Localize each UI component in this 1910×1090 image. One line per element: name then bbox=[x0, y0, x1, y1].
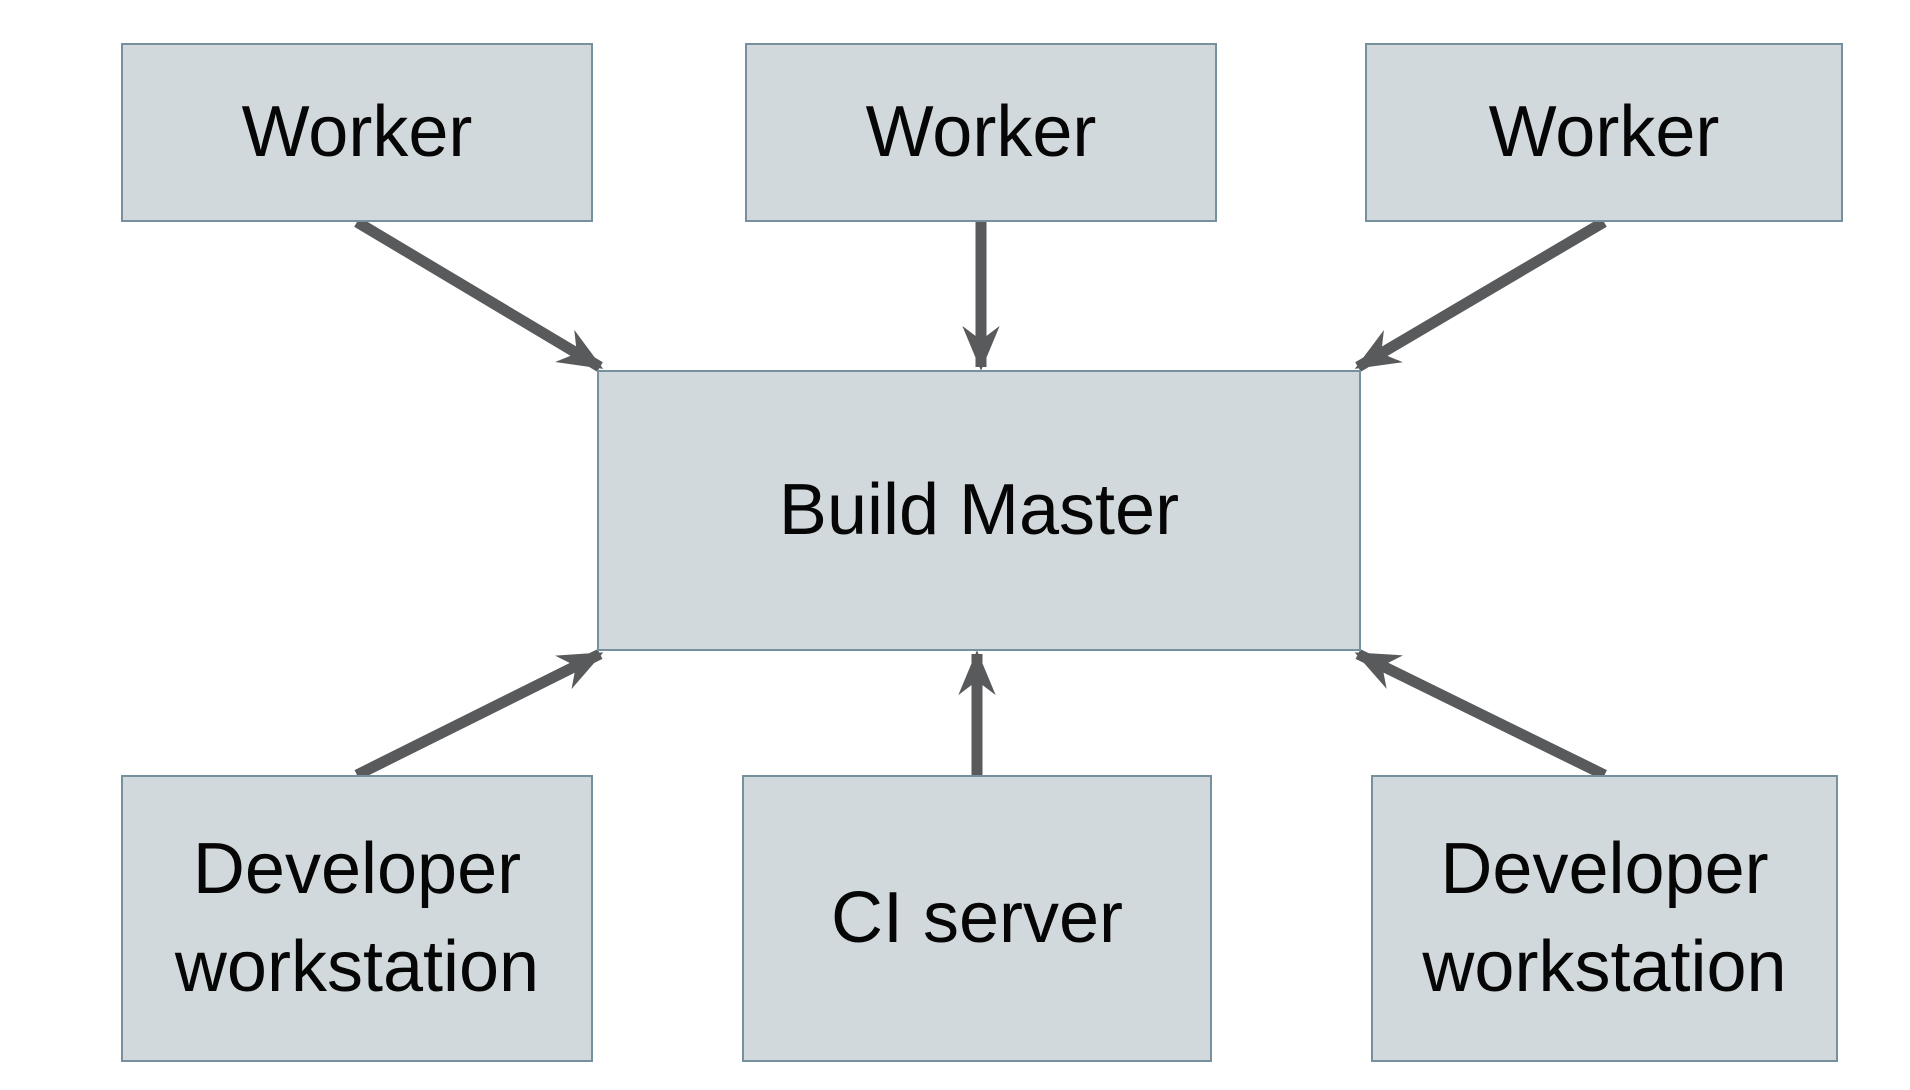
node-ci-server: CI server bbox=[742, 775, 1212, 1062]
node-build-master: Build Master bbox=[597, 370, 1361, 651]
node-worker-3: Worker bbox=[1365, 43, 1843, 222]
node-worker-3-label: Worker bbox=[1488, 91, 1720, 172]
node-build-master-label: Build Master bbox=[778, 469, 1180, 550]
node-developer-workstation-left-label: Developer workstation bbox=[174, 829, 540, 1007]
node-developer-workstation-right-label: Developer workstation bbox=[1422, 829, 1787, 1007]
arrow-worker-1-to-build-master bbox=[354, 217, 604, 372]
node-ci-server-label: CI server bbox=[830, 877, 1124, 958]
node-developer-workstation-right: Developer workstation bbox=[1371, 775, 1838, 1062]
node-worker-1-label: Worker bbox=[241, 91, 473, 172]
node-worker-2: Worker bbox=[745, 43, 1217, 222]
arrow-worker-3-to-build-master bbox=[1354, 217, 1607, 372]
arrow-dev-workstation-left-to-build-master bbox=[354, 649, 604, 780]
arrow-dev-workstation-right-to-build-master bbox=[1354, 649, 1607, 780]
node-developer-workstation-left: Developer workstation bbox=[121, 775, 593, 1062]
node-worker-2-label: Worker bbox=[865, 91, 1097, 172]
node-worker-1: Worker bbox=[121, 43, 593, 222]
